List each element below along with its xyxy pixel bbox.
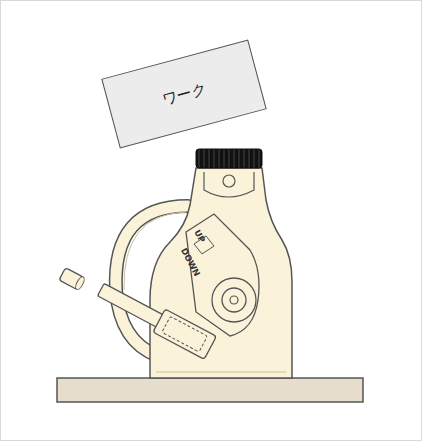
pump-pivot-pin xyxy=(230,296,238,304)
base-plate xyxy=(57,378,363,402)
body-foot-line xyxy=(156,372,286,373)
jack-body xyxy=(150,168,292,378)
pump-pivot-outer xyxy=(212,278,256,322)
neck-bracket xyxy=(204,172,254,197)
work-piece: ワーク xyxy=(101,40,266,149)
work-label: ワーク xyxy=(160,79,208,109)
lever-cap xyxy=(59,268,86,291)
saddle-cap xyxy=(196,149,262,168)
pump-pivot-inner xyxy=(222,288,246,312)
neck-hole xyxy=(223,175,235,187)
pump-lever xyxy=(95,278,217,359)
